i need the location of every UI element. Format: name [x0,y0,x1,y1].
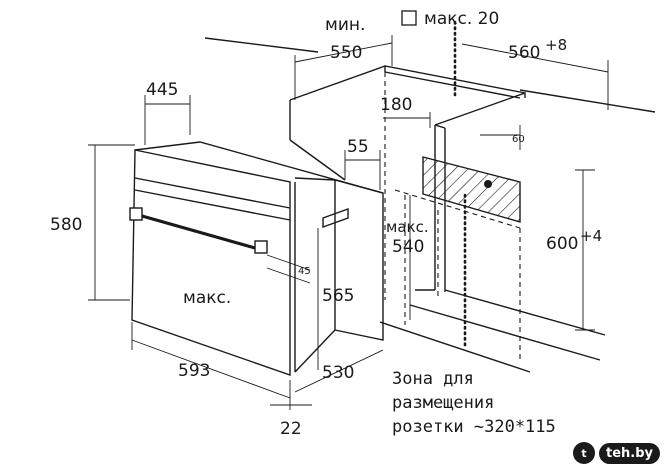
dim-600-tolerance: +4 [580,227,602,245]
dim-540-label: макс. [386,218,429,236]
dim-22: 22 [280,419,302,439]
socket-zone-line-2: размещения [392,393,494,413]
min-label: мин. [325,15,365,35]
dim-560: 560 [508,43,540,63]
dimension-lines [88,20,609,410]
dim-580: 580 [50,215,82,235]
dim-530: 530 [322,363,354,383]
dim-565: 565 [322,286,354,306]
square-symbol [401,10,417,26]
oven-body [129,139,384,376]
watermark-logo: t teh.by [572,439,660,467]
dim-max-20: макс. 20 [424,9,499,29]
watermark-text: teh.by [598,442,660,464]
dim-445: 445 [146,80,178,100]
socket-zone-box [422,156,521,223]
dim-55: 55 [347,137,369,157]
dim-550: 550 [330,43,362,63]
dim-45: 45 [298,266,311,277]
socket-zone-line-3: розетки ~320*115 [392,417,556,437]
dim-180: 180 [380,95,412,115]
cabinet-niche [204,37,656,373]
dim-60: 60 [512,134,525,145]
watermark-badge: t [572,442,595,464]
socket-zone-line-1: Зона для [392,369,474,389]
dim-600: 600 [546,234,578,254]
dim-560-tolerance: +8 [545,36,567,54]
dim-593: 593 [178,361,210,381]
max-label: макс. [183,288,231,308]
dim-540: 540 [392,237,424,257]
